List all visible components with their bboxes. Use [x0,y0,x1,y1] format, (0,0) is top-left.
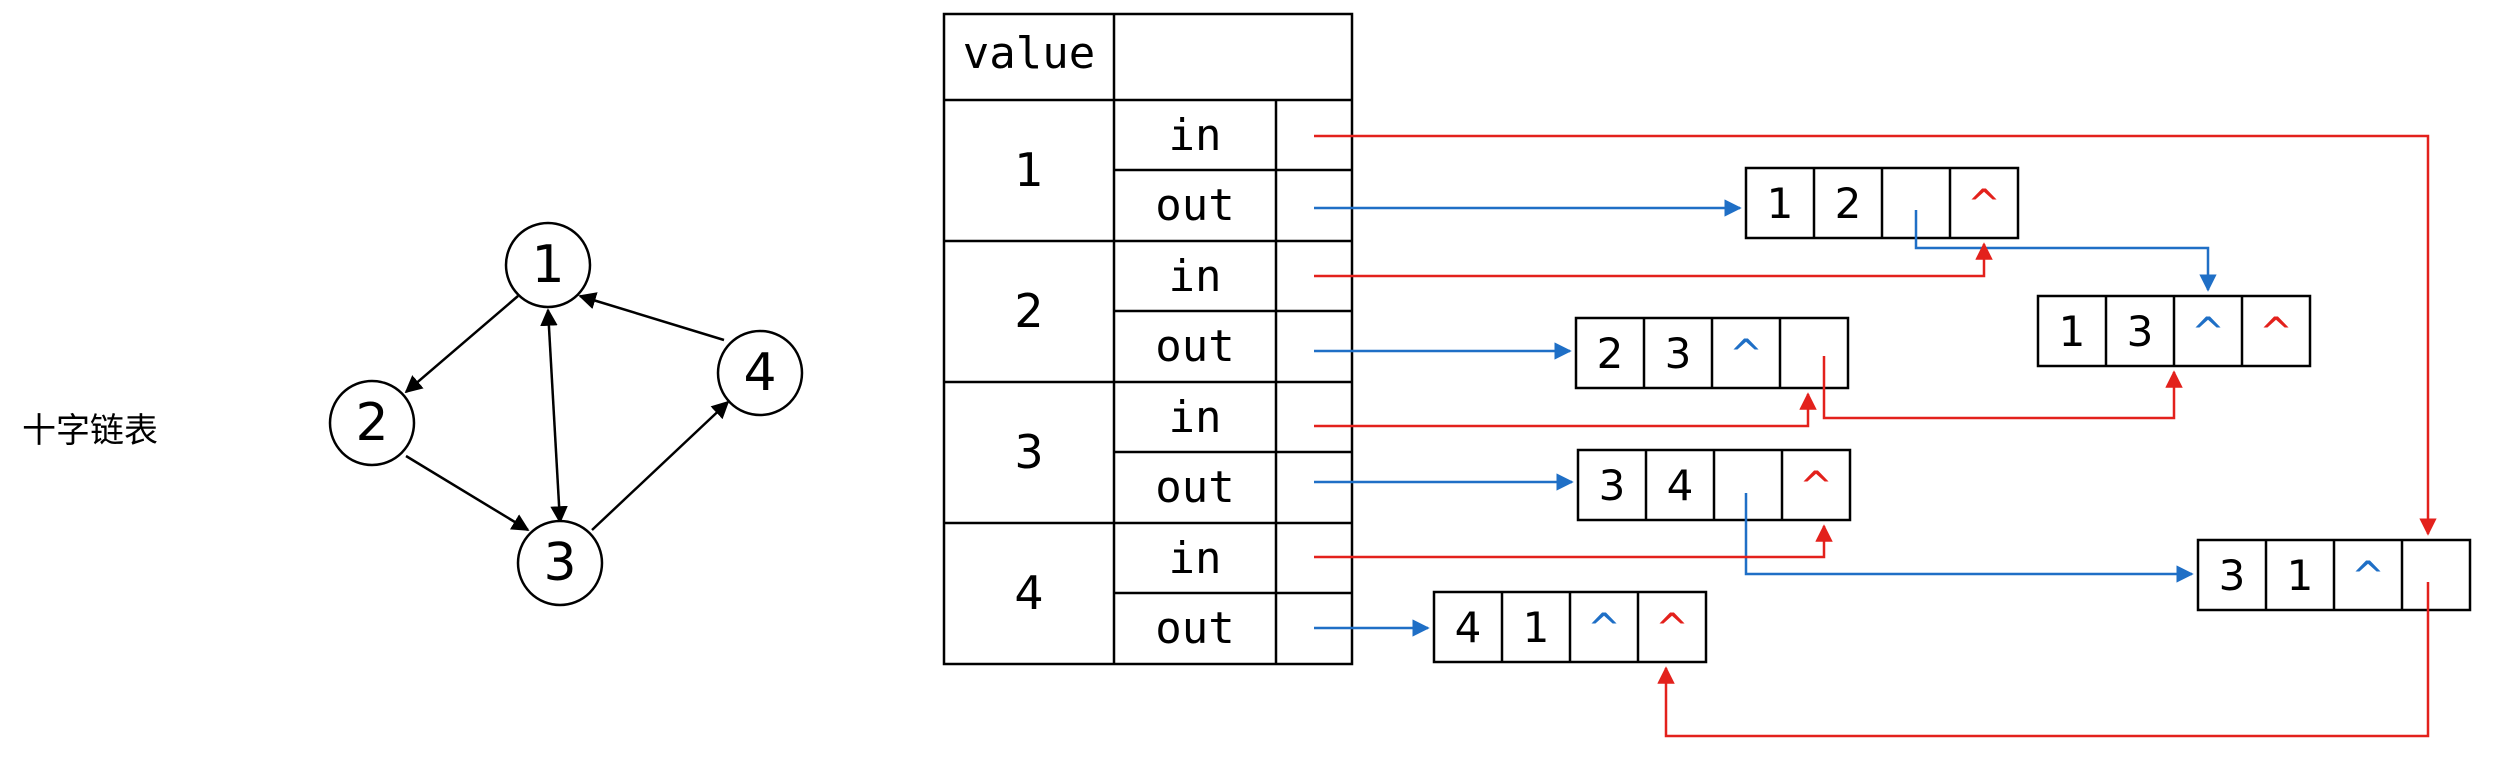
vertex-2-out-label: out [1155,321,1234,372]
arc-1-2-head: 2 [1835,179,1862,228]
vertex-value-2: 2 [1014,284,1043,338]
graph-node-3-label: 3 [543,533,576,593]
arc-1-3-head: 3 [2127,307,2154,356]
edge-1-2 [404,295,519,394]
in-link-4-to-arc-3-4 [1314,524,1833,559]
arc-3-1-tail: 3 [2219,551,2246,600]
arc-3-1-hlink-null: ^ [2351,554,2385,600]
out-links [1314,199,2217,637]
edge-2-3 [405,454,530,532]
arc-1-3-tlink-null: ^ [2259,310,2293,356]
vertex-value-4: 4 [1014,566,1043,620]
tlink-arc-1-2-to-arc-1-3 [1914,210,2217,292]
arc-1-2-tail: 1 [1767,179,1794,228]
in-link-3-to-arc-2-3 [1314,392,1817,428]
arc-2-3-hlink-null: ^ [1729,332,1763,378]
vertex-4-out-label: out [1155,603,1234,654]
graph-node-3: 3 [516,519,604,607]
arc-3-4-tlink-null: ^ [1799,464,1833,510]
hlink-arc-2-3-to-arc-1-3 [1822,356,2183,420]
vertex-1-in-label: in [1169,110,1222,161]
graph-node-2-label: 2 [355,393,388,453]
arc-1-3-tail: 1 [2059,307,2086,356]
arc-node-2-3: 2 3 ^ [1574,316,1850,390]
hlink-arc-3-1-to-arc-4-1 [1657,582,2430,738]
in-link-1-to-arc-3-1 [1314,134,2437,536]
arc-2-3-tail: 2 [1597,329,1624,378]
arc-node-1-3: 1 3 ^ ^ [2036,294,2312,368]
arc-node-3-1: 3 1 ^ [2196,538,2472,612]
arc-4-1-tail: 4 [1455,603,1482,652]
vertex-4-in-label: in [1169,533,1222,584]
arc-1-2-tlink-null: ^ [1967,182,2001,228]
edge-4-1 [578,292,725,342]
in-link-2-to-arc-1-2 [1314,242,1993,278]
in-links [1314,134,2437,738]
arc-1-3-hlink-null: ^ [2191,310,2225,356]
tlink-arc-3-4-to-arc-3-1 [1744,493,2194,583]
vertex-3-out-label: out [1155,462,1234,513]
table-header-value: value [963,28,1095,79]
vertex-value-1: 1 [1014,143,1043,197]
diagram-title: 十字链表 [22,411,158,451]
graph-node-4-label: 4 [743,343,776,403]
arc-4-1-hlink-null: ^ [1587,606,1621,652]
arc-node-3-4: 3 4 ^ [1576,448,1852,522]
graph-node-1: 1 [504,221,592,309]
vertex-1-out-label: out [1155,180,1234,231]
arc-node-1-2: 1 2 ^ [1744,166,2020,240]
graph-node-2: 2 [328,379,416,467]
graph-node-1-label: 1 [531,235,564,295]
vertex-3-in-label: in [1169,392,1222,443]
arc-4-1-tlink-null: ^ [1655,606,1689,652]
arc-3-4-head: 4 [1667,461,1694,510]
vertex-value-3: 3 [1014,425,1043,479]
vertex-2-in-label: in [1169,251,1222,302]
vertex-table [942,12,1354,666]
edge-3-4 [591,400,730,531]
graph-node-4: 4 [716,329,804,417]
arc-2-3-head: 3 [1665,329,1692,378]
graph-edges [404,292,730,532]
arc-4-1-head: 1 [1523,603,1550,652]
edge-1-3-bidirectional [540,308,568,524]
arc-3-4-tail: 3 [1599,461,1626,510]
arc-node-4-1: 4 1 ^ ^ [1432,590,1708,664]
arc-3-1-head: 1 [2287,551,2314,600]
